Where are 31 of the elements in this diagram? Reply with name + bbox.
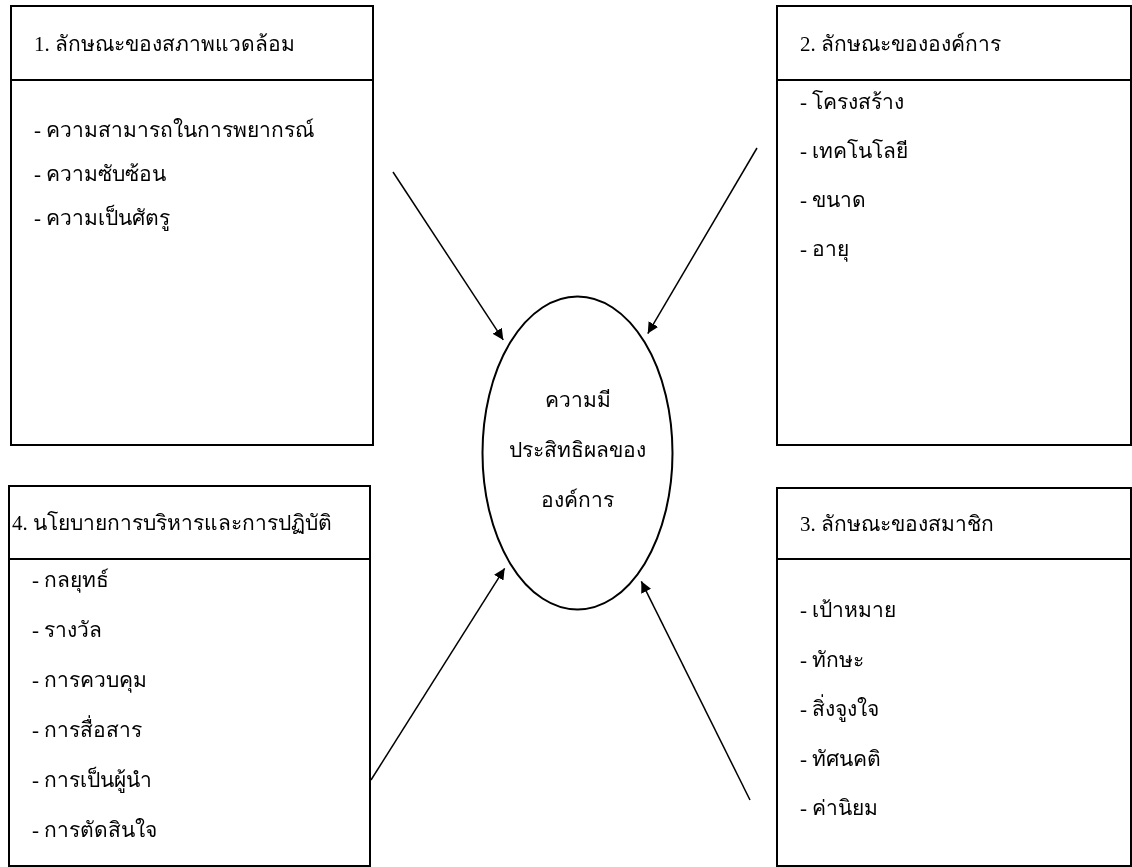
list-item: - อายุ bbox=[800, 236, 850, 264]
arrow bbox=[640, 580, 751, 801]
arrow bbox=[647, 147, 758, 335]
box-heading: 4. นโยบายการบริหารและการปฏิบัติ bbox=[12, 510, 332, 537]
category-box bbox=[10, 5, 374, 446]
box-heading: 3. ลักษณะของสมาชิก bbox=[800, 511, 994, 538]
category-box bbox=[8, 485, 371, 867]
box-heading: 1. ลักษณะของสภาพแวดล้อม bbox=[34, 30, 295, 58]
list-item: - การเป็นผู้นำ bbox=[32, 765, 153, 795]
list-item: - ความสามารถในการพยากรณ์ bbox=[34, 117, 315, 144]
category-box bbox=[776, 5, 1132, 446]
list-item: - รางวัล bbox=[32, 617, 103, 644]
category-box bbox=[776, 487, 1132, 867]
box-heading: 2. ลักษณะขององค์การ bbox=[800, 30, 1001, 58]
arrow bbox=[392, 171, 504, 341]
list-item: - สิ่งจูงใจ bbox=[800, 692, 880, 725]
list-item: - ความเป็นศัตรู bbox=[34, 203, 171, 233]
list-item: - ค่านิยม bbox=[800, 795, 879, 822]
list-item: - ทัศนคติ bbox=[800, 745, 882, 773]
list-item: - ทักษะ bbox=[800, 646, 865, 674]
list-item: - ขนาด bbox=[800, 187, 867, 214]
list-item: - การสื่อสาร bbox=[32, 713, 143, 746]
list-item: - ความซับซ้อน bbox=[34, 161, 167, 188]
outcome-label: ความมี ประสิทธิผลของ องค์การ bbox=[508, 387, 647, 514]
arrow bbox=[370, 567, 506, 781]
list-item: - การควบคุม bbox=[32, 667, 148, 695]
list-item: - เทคโนโลยี bbox=[800, 138, 909, 165]
list-item: - กลยุทธ์ bbox=[32, 567, 110, 595]
list-item: - โครงสร้าง bbox=[800, 89, 905, 116]
list-item: - เป้าหมาย bbox=[800, 597, 897, 624]
list-item: - การตัดสินใจ bbox=[32, 817, 158, 844]
